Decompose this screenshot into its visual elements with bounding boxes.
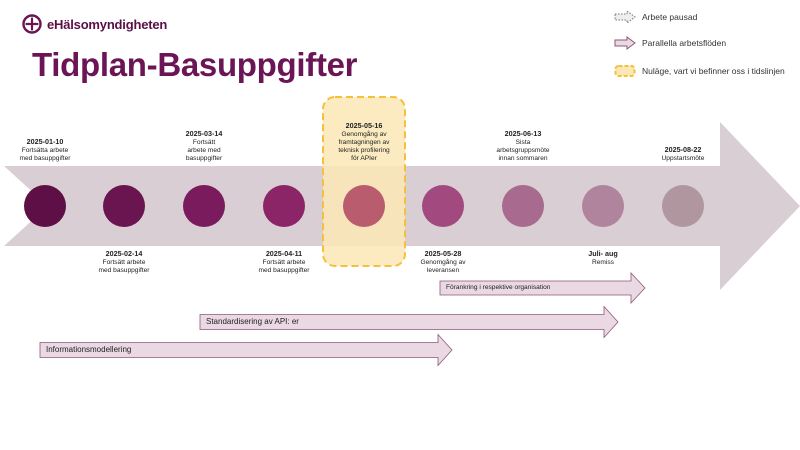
brand-logo: eHälsomyndigheten xyxy=(22,14,167,34)
stream-arrow xyxy=(39,333,453,367)
milestone-dot xyxy=(662,185,704,227)
milestone-dot xyxy=(263,185,305,227)
legend-item-parallel: Parallella arbetsflöden xyxy=(614,36,726,50)
milestone-date: 2025-01-10 xyxy=(26,137,64,146)
stream-arrow xyxy=(439,271,646,305)
milestone-dots xyxy=(24,185,704,227)
milestone-text: Genomgång av leveransen xyxy=(420,259,466,274)
legend-label: Nuläge, vart vi befinner oss i tidslinje… xyxy=(642,66,785,76)
milestone-text: Genomgång av framtagningen av teknisk pr… xyxy=(338,131,390,162)
milestone-dot xyxy=(422,185,464,227)
stream-label: Förankring i respektive organisation xyxy=(446,283,551,291)
milestone-dot xyxy=(103,185,145,227)
legend-item-paused: Arbete pausad xyxy=(614,10,697,24)
milestone-text: Fortsätt arbete med basuppgifter xyxy=(185,139,223,162)
dashed-box-icon xyxy=(614,65,636,77)
legend-label: Arbete pausad xyxy=(642,12,698,22)
milestone-text: Fortsätt arbete med basuppgifter xyxy=(98,259,150,274)
milestone-date: 2025-04-11 xyxy=(265,249,303,258)
milestone-text: Uppstartsmöte xyxy=(661,155,705,162)
parallel-streams xyxy=(39,271,646,367)
milestone-date: 2025-06-13 xyxy=(504,129,542,138)
milestone-dot xyxy=(502,185,544,227)
legend-label: Parallella arbetsflöden xyxy=(642,38,727,48)
milestone-date: 2025-03-14 xyxy=(185,129,223,138)
legend-item-current: Nuläge, vart vi befinner oss i tidslinje… xyxy=(614,64,785,78)
milestone-date: 2025-02-14 xyxy=(105,249,143,258)
milestone-text: Sista arbetsgruppsmöte innan sommaren xyxy=(496,139,550,162)
milestone-date: Juli- aug xyxy=(588,249,618,258)
milestone-date: 2025-08-22 xyxy=(664,145,702,154)
dotted-arrow-icon xyxy=(614,10,636,24)
page-title: Tidplan-Basuppgifter xyxy=(32,46,358,83)
stream-arrow xyxy=(199,305,619,339)
ehealth-logo-icon xyxy=(22,14,42,34)
milestone-date: 2025-05-28 xyxy=(424,249,462,258)
milestone-text: Fortsätt arbete med basuppgifter xyxy=(258,259,310,274)
stream-label: Informationsmodellering xyxy=(46,344,132,354)
solid-arrow-icon xyxy=(614,36,636,50)
milestone-text: Fortsätta arbete med basuppgifter xyxy=(19,147,71,162)
milestone-dot xyxy=(343,185,385,227)
milestone-date: 2025-05-16 xyxy=(345,121,383,130)
brand-name: eHälsomyndigheten xyxy=(47,16,168,32)
milestone-dot xyxy=(183,185,225,227)
milestone-dot xyxy=(24,185,66,227)
stream-label: Standardisering av API: er xyxy=(206,316,299,326)
current-position-marker xyxy=(322,96,406,267)
milestone-dot xyxy=(582,185,624,227)
milestone-text: Remiss xyxy=(592,259,614,266)
